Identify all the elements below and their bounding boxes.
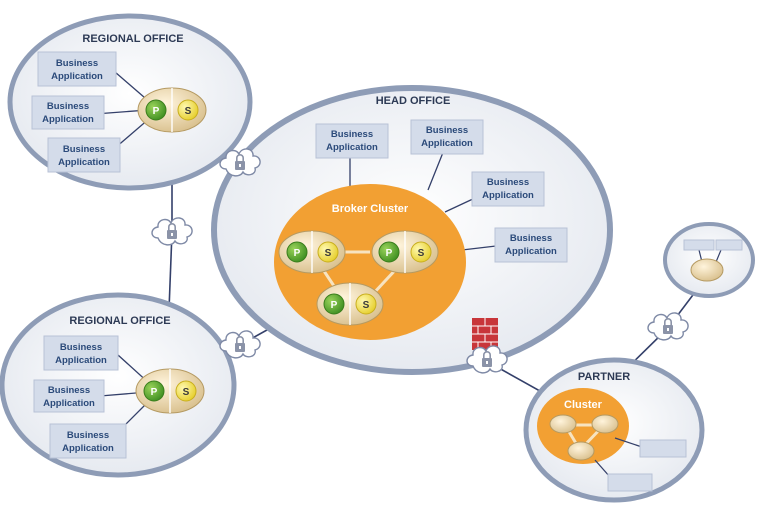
svg-text:S: S [325,248,332,259]
primary-node [145,99,167,121]
svg-text:Application: Application [51,71,103,82]
cluster-title: Broker Cluster [332,203,409,215]
primary-node [143,380,165,402]
office-title: PARTNER [578,371,630,383]
svg-text:P: P [294,248,301,259]
svg-text:Business: Business [331,129,373,140]
svg-text:Application: Application [43,398,95,409]
primary-node [378,241,400,263]
secondary-node [175,380,197,402]
business-application-box[interactable]: Business Application [37,51,117,87]
broker-node: P S [135,368,205,414]
svg-text:P: P [151,387,158,398]
svg-text:Application: Application [482,190,534,201]
remote-application-box[interactable] [715,239,743,251]
business-application-box[interactable]: Business Application [49,423,127,459]
primary-node [286,241,308,263]
cluster-node [549,414,577,434]
broker-node: P S [371,230,439,274]
business-application-box[interactable]: Business Application [43,335,119,371]
svg-text:Application: Application [62,443,114,454]
svg-text:S: S [183,387,190,398]
business-application-box[interactable]: Business Application [47,137,121,173]
svg-text:Application: Application [421,138,473,149]
remote-site [663,222,755,298]
partner-application-box[interactable] [639,439,687,458]
regional-office-bottom: REGIONAL OFFICE Business Application Bus… [0,292,237,478]
office-title: REGIONAL OFFICE [82,33,183,45]
partner-application-box[interactable] [607,473,653,492]
svg-text:Business: Business [487,177,529,188]
svg-text:P: P [331,300,338,311]
cluster-title: Cluster [564,399,603,411]
svg-text:Application: Application [326,142,378,153]
svg-text:P: P [153,106,160,117]
secondary-node [410,241,432,263]
svg-text:S: S [185,106,192,117]
secondary-node [355,293,377,315]
svg-text:Business: Business [56,58,98,69]
svg-text:S: S [363,300,370,311]
broker-node: P S [316,282,384,326]
secondary-node [317,241,339,263]
svg-text:Application: Application [42,114,94,125]
business-application-box[interactable]: Business Application [315,123,389,159]
svg-text:Business: Business [48,385,90,396]
secure-cloud-lock-icon [151,217,193,246]
firewall-icon [472,318,498,350]
partner-office: PARTNER Cluster [523,357,705,503]
svg-text:P: P [386,248,393,259]
office-title: HEAD OFFICE [376,95,451,107]
svg-text:Business: Business [67,430,109,441]
secure-cloud-lock-icon [647,312,689,341]
regional-office-top: REGIONAL OFFICE Business Application Bus… [7,13,253,191]
svg-text:Business: Business [63,144,105,155]
svg-text:Application: Application [58,157,110,168]
remote-node [690,258,724,282]
business-application-box[interactable]: Business Application [33,379,105,413]
broker-node: P S [278,230,346,274]
primary-node [323,293,345,315]
head-office: HEAD OFFICE Business Application Busines… [211,85,613,375]
broker-node: P S [137,87,207,133]
svg-text:Application: Application [505,246,557,257]
cluster-node [591,414,619,434]
svg-text:S: S [418,248,425,259]
cluster-node [567,441,595,461]
business-application-box[interactable]: Business Application [494,227,568,263]
svg-text:Business: Business [47,101,89,112]
broker-cluster: Broker Cluster P S P S [274,184,466,340]
svg-text:Application: Application [55,355,107,366]
business-application-box[interactable]: Business Application [471,171,545,207]
office-title: REGIONAL OFFICE [69,315,170,327]
secondary-node [177,99,199,121]
remote-application-box[interactable] [683,239,715,251]
business-application-box[interactable]: Business Application [31,95,105,130]
svg-text:Business: Business [426,125,468,136]
svg-text:Business: Business [60,342,102,353]
business-application-box[interactable]: Business Application [410,119,484,155]
svg-text:Business: Business [510,233,552,244]
